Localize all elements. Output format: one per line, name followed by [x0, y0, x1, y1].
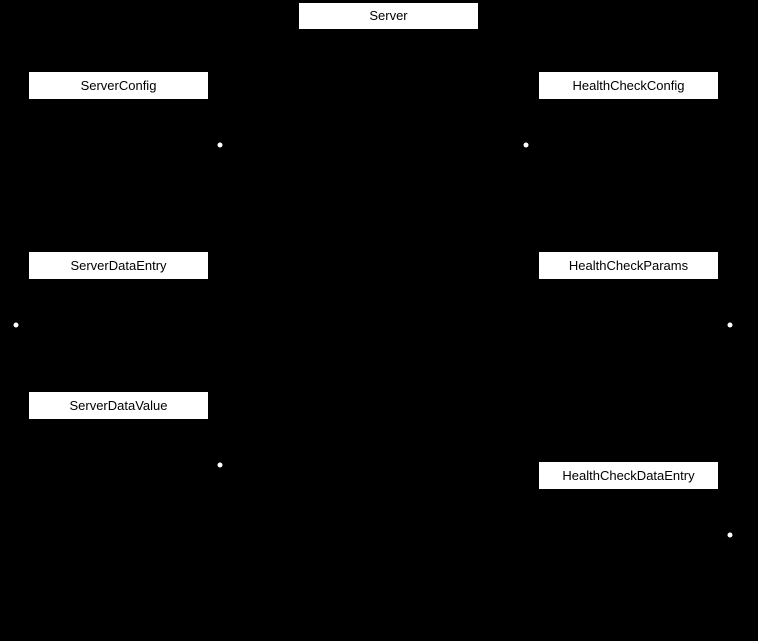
class-node-server-data-value[interactable]: ServerDataValue	[29, 392, 208, 419]
class-node-server-data-entry[interactable]: ServerDataEntry	[29, 252, 208, 279]
connector-endpoint-dot	[727, 532, 733, 538]
connector-endpoint-dot	[13, 322, 19, 328]
class-node-server[interactable]: Server	[299, 3, 478, 29]
class-node-health-check-config[interactable]: HealthCheckConfig	[539, 72, 718, 99]
connector-endpoint-dot	[217, 462, 223, 468]
connector-endpoint-dot	[523, 142, 529, 148]
class-node-health-check-data-entry[interactable]: HealthCheckDataEntry	[539, 462, 718, 489]
class-node-server-config[interactable]: ServerConfig	[29, 72, 208, 99]
connector-endpoint-dot	[727, 322, 733, 328]
class-node-health-check-params[interactable]: HealthCheckParams	[539, 252, 718, 279]
connector-endpoint-dot	[217, 142, 223, 148]
